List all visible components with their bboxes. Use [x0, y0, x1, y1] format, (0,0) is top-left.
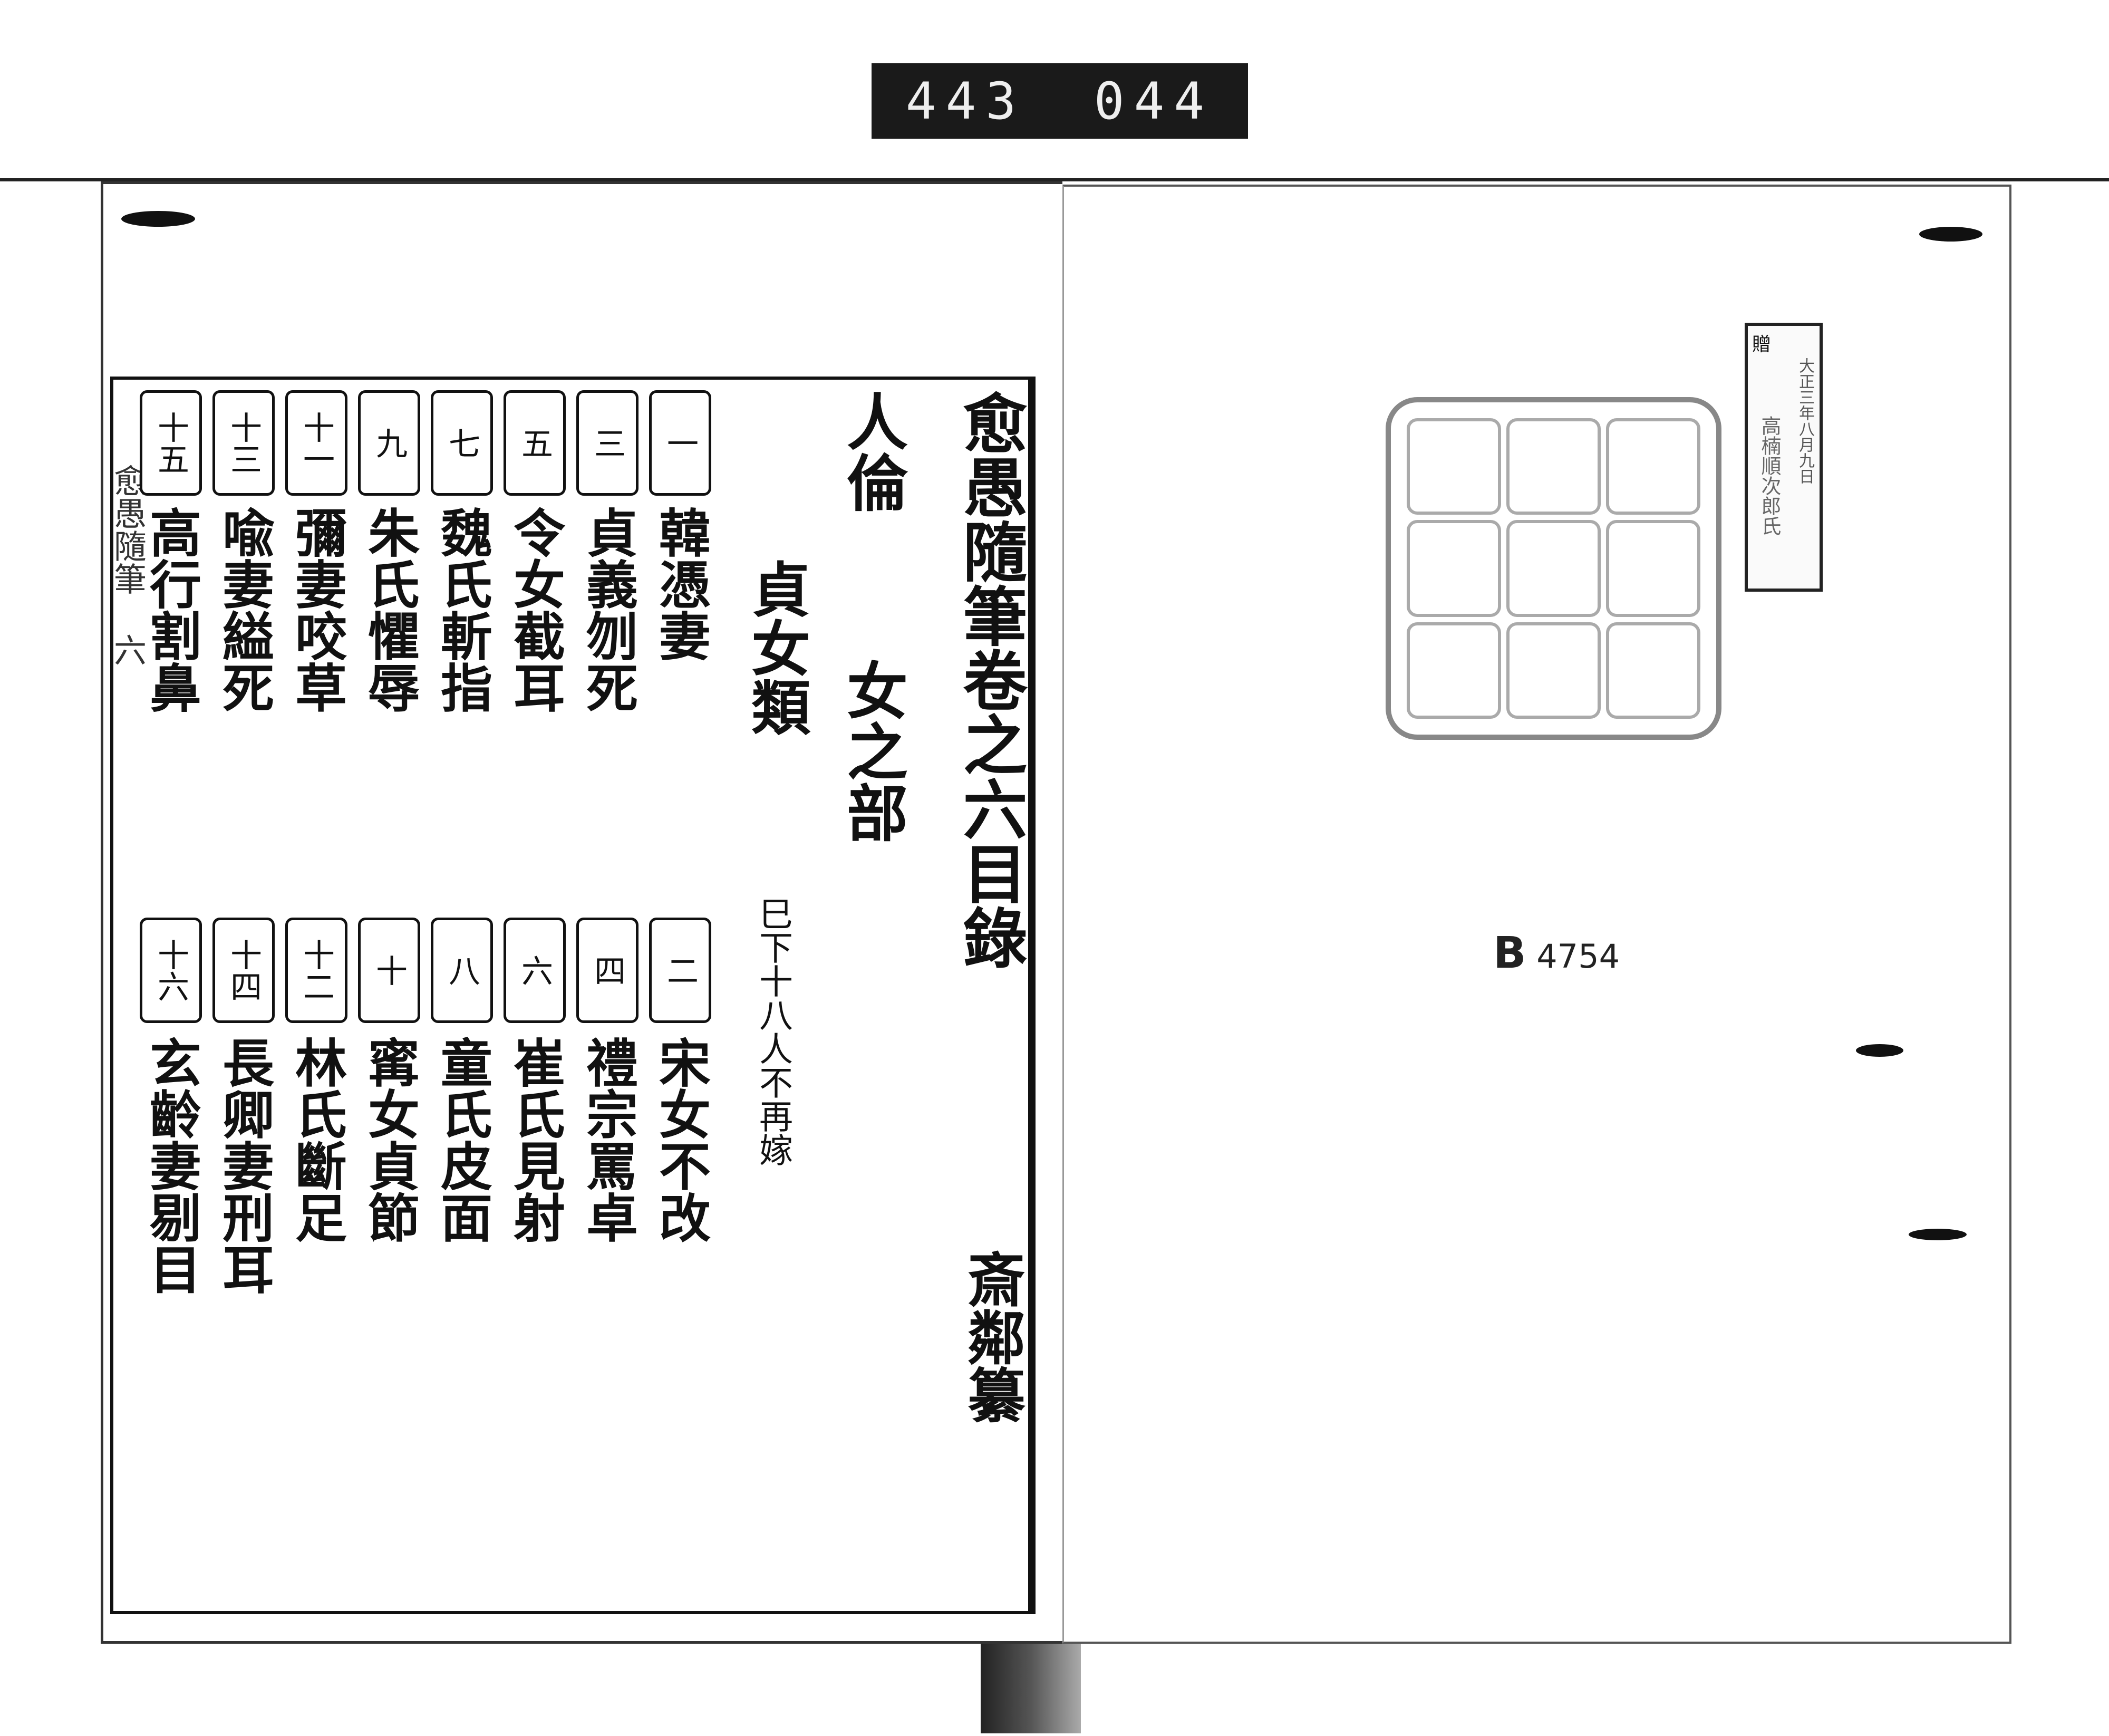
entry-number: 十一	[285, 390, 347, 496]
entry-title: 宋女不改	[650, 1036, 711, 1243]
text-frame	[110, 377, 1036, 1614]
entry-title: 喩妻縊死	[214, 506, 274, 713]
archive-label: 443 044	[872, 63, 1248, 139]
entry-number: 一	[649, 390, 711, 496]
category-note: 巳下十八人不再嫁	[753, 896, 792, 1166]
entry-number: 九	[358, 390, 420, 496]
entry-number: 四	[576, 918, 638, 1023]
ink-smudge	[121, 211, 195, 227]
entry-number: 二	[649, 918, 711, 1023]
catalog-number-value: 4754	[1536, 937, 1620, 976]
book-author: 斎鄰纂	[957, 1250, 1026, 1424]
entry-title: 長卿妻刑耳	[214, 1036, 274, 1295]
entry-title: 玄齡妻剔目	[141, 1036, 201, 1295]
ink-smudge	[1919, 227, 1982, 242]
entry-title: 禮宗罵卓	[577, 1036, 638, 1243]
subsection-heading: 女之部	[836, 659, 908, 843]
entry-title: 貞義刎死	[577, 506, 638, 713]
section-heading: 人倫	[836, 390, 908, 513]
entry-number: 八	[431, 918, 493, 1023]
entry-number: 十六	[140, 918, 202, 1023]
left-page	[101, 181, 1062, 1644]
entry-title: 林氏斷足	[286, 1036, 347, 1243]
category-heading: 貞女類	[741, 559, 810, 736]
library-seal	[1386, 397, 1721, 740]
ink-smudge	[1856, 1044, 1903, 1057]
archive-label-left: 443	[905, 71, 1026, 131]
catalog-prefix: B	[1493, 928, 1526, 978]
entry-title: 朱氏懼辱	[359, 506, 420, 713]
scan-top-rule	[0, 178, 2109, 181]
entry-title: 童氏皮面	[432, 1036, 492, 1243]
donation-date: 大正三年八月九日	[1796, 358, 1814, 484]
spine-shadow	[981, 1644, 1081, 1733]
entry-title: 韓憑妻	[650, 506, 711, 661]
entry-number: 七	[431, 390, 493, 496]
donation-head: 贈	[1752, 334, 1772, 355]
entry-title: 彌妻咬草	[286, 506, 347, 713]
right-page	[1062, 185, 2011, 1644]
donation-donor: 高楠順次郎氏	[1758, 416, 1781, 536]
margin-note: 愈愚隨筆 六	[108, 464, 147, 666]
entry-number: 十二	[285, 918, 347, 1023]
entry-title: 令女截耳	[505, 506, 565, 713]
entry-title: 崔氏見射	[505, 1036, 565, 1243]
entry-number: 五	[504, 390, 566, 496]
ink-smudge	[1909, 1229, 1967, 1240]
catalog-number: B 4754	[1493, 928, 1620, 978]
donation-label: 贈 大正三年八月九日 高楠順次郎氏	[1745, 323, 1823, 592]
entry-number: 三	[576, 390, 638, 496]
entry-title: 高行割鼻	[141, 506, 201, 713]
entry-number: 十四	[212, 918, 275, 1023]
book-title: 愈愚隨筆卷之六目錄	[952, 390, 1028, 969]
entry-number: 十五	[140, 390, 202, 496]
archive-label-right: 044	[1094, 71, 1214, 131]
entry-title: 魏氏斬指	[432, 506, 492, 713]
entry-number: 十	[358, 918, 420, 1023]
entry-title: 寗女貞節	[359, 1036, 420, 1243]
entry-number: 十三	[212, 390, 275, 496]
entry-number: 六	[504, 918, 566, 1023]
